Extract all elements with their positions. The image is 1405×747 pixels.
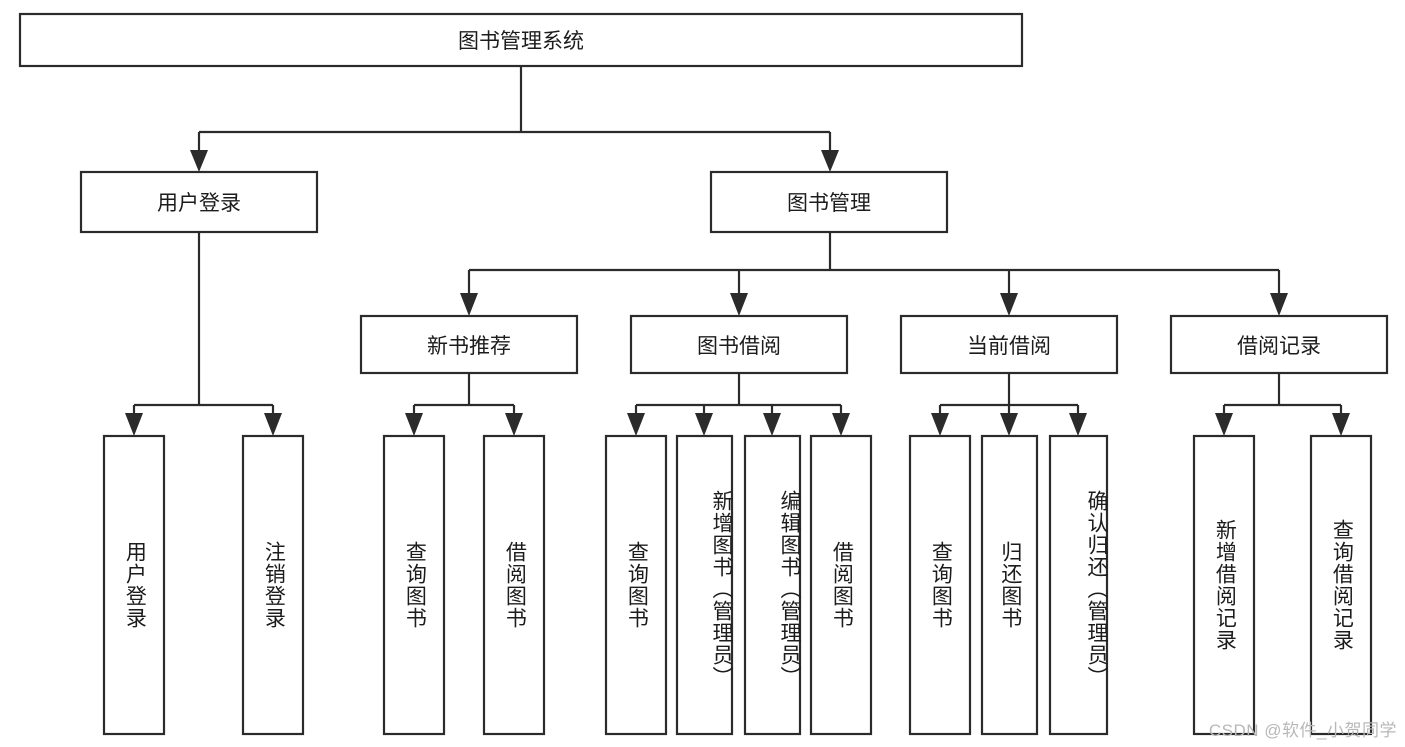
arrow-head-leaf-bb-4	[832, 413, 850, 436]
node-box-leaf-user-login[interactable]	[102, 434, 166, 736]
node-box-layer	[18, 12, 1389, 736]
node-box-leaf-query-book-1[interactable]	[382, 434, 446, 736]
node-box-book-management[interactable]	[709, 170, 949, 234]
arrow-head-current-borrow	[1000, 293, 1018, 316]
node-box-leaf-query-borrow-record[interactable]	[1309, 434, 1373, 736]
arrow-head-leaf-nbr-1	[405, 413, 423, 436]
node-box-borrow-record[interactable]	[1169, 314, 1389, 375]
arrow-head-leaf-bb-3	[763, 413, 781, 436]
arrow-head-leaf-bb-1	[627, 413, 645, 436]
arrow-head-leaf-logout	[264, 413, 282, 436]
arrow-head-borrow-record	[1270, 293, 1288, 316]
arrow-head-leaf-cb-1	[931, 413, 949, 436]
node-box-leaf-return-book[interactable]	[980, 434, 1039, 736]
node-box-leaf-add-book-admin[interactable]	[675, 434, 734, 736]
node-box-leaf-borrow-book-1[interactable]	[482, 434, 546, 736]
node-box-current-borrow[interactable]	[899, 314, 1119, 375]
node-box-leaf-borrow-book-2[interactable]	[809, 434, 873, 736]
connector-layer	[125, 66, 1350, 436]
arrow-head-leaf-br-1	[1215, 413, 1233, 436]
node-box-user-login[interactable]	[79, 170, 319, 234]
arrow-head-book-borrow	[730, 293, 748, 316]
arrow-head-leaf-cb-2	[1000, 413, 1018, 436]
arrow-head-book-mgmt	[821, 150, 839, 172]
node-box-book-borrow[interactable]	[629, 314, 849, 375]
arrow-head-new-book-rec	[460, 293, 478, 316]
node-box-root[interactable]	[18, 12, 1024, 68]
node-box-leaf-edit-book-admin[interactable]	[743, 434, 802, 736]
arrow-head-user-login	[190, 150, 208, 172]
node-box-leaf-query-book-3[interactable]	[908, 434, 972, 736]
node-box-new-book-recommend[interactable]	[359, 314, 579, 375]
arrow-head-leaf-nbr-2	[505, 413, 523, 436]
arrow-head-leaf-br-2	[1332, 413, 1350, 436]
arrow-head-leaf-bb-2	[695, 413, 713, 436]
node-box-leaf-logout[interactable]	[241, 434, 305, 736]
csdn-watermark: CSDN @软件_小贺同学	[1208, 721, 1397, 740]
node-box-leaf-query-book-2[interactable]	[604, 434, 668, 736]
node-box-leaf-confirm-return-admin[interactable]	[1048, 434, 1109, 736]
arrow-head-leaf-user-login	[125, 413, 143, 436]
arrow-head-leaf-cb-3	[1069, 413, 1087, 436]
node-box-leaf-add-borrow-record[interactable]	[1192, 434, 1256, 736]
